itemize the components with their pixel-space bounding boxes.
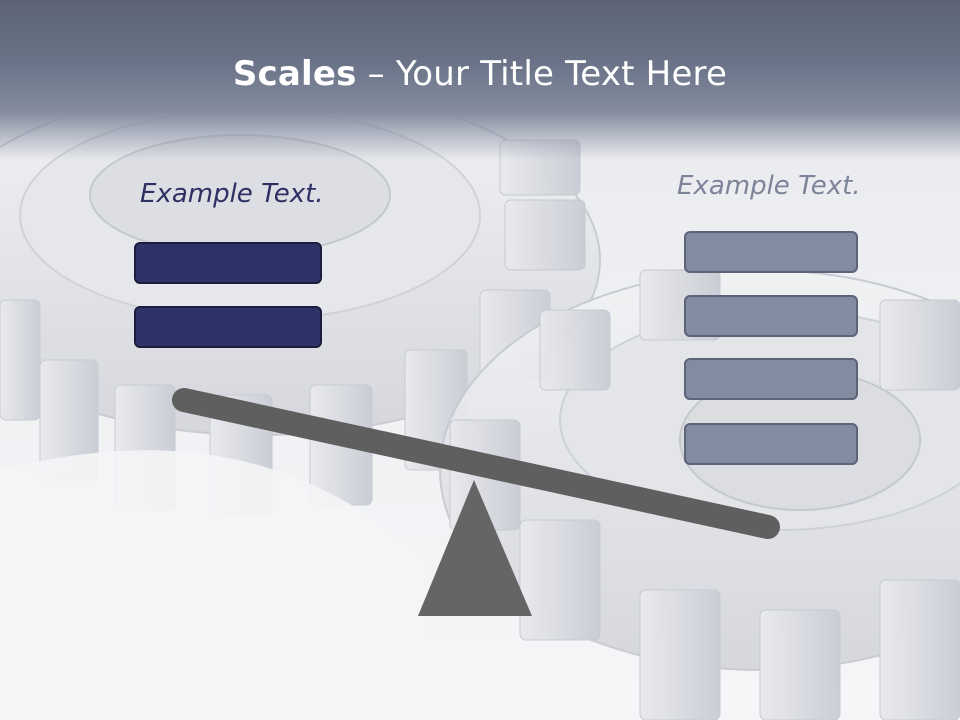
slide-title: Scales – Your Title Text Here bbox=[0, 52, 960, 96]
right-bar-4 bbox=[684, 423, 858, 465]
title-rest: – Your Title Text Here bbox=[356, 54, 728, 94]
left-label: Example Text. bbox=[140, 179, 324, 209]
right-bar-2 bbox=[684, 295, 858, 337]
right-bar-3 bbox=[684, 358, 858, 400]
right-label: Example Text. bbox=[677, 171, 861, 201]
left-bar-2 bbox=[134, 306, 322, 348]
title-band bbox=[0, 0, 960, 160]
left-bar-1 bbox=[134, 242, 322, 284]
right-bar-1 bbox=[684, 231, 858, 273]
title-bold: Scales bbox=[232, 54, 357, 94]
